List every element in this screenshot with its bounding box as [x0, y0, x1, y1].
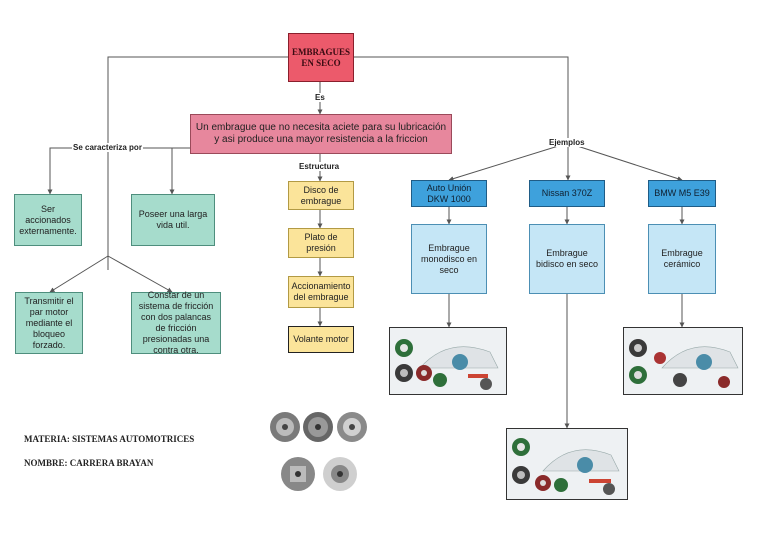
- characteristic-node: Poseer una larga vida util.: [131, 194, 215, 246]
- structure-node: Accionamiento del embrague: [288, 276, 354, 308]
- structure-text: Plato de presión: [304, 232, 338, 253]
- structure-node: Plato de presión: [288, 228, 354, 258]
- structure-node: Disco de embrague: [288, 181, 354, 210]
- characteristic-node: Transmitir el par motor mediante el bloq…: [15, 292, 83, 354]
- example-car-text: BMW M5 E39: [654, 188, 710, 198]
- example-type-node: Embrague bidisco en seco: [529, 224, 605, 294]
- structure-text: Volante motor: [293, 334, 349, 344]
- characteristic-text: Transmitir el par motor mediante el bloq…: [24, 295, 74, 350]
- example-car-node: Nissan 370Z: [529, 180, 605, 207]
- footer-name: NOMBRE: CARRERA BRAYAN: [24, 458, 154, 468]
- characteristic-text: Poseer una larga vida util.: [138, 209, 208, 230]
- example-car-text: Auto Unión DKW 1000: [426, 182, 472, 204]
- example-car-text: Nissan 370Z: [541, 188, 593, 198]
- example-car-node: BMW M5 E39: [648, 180, 716, 207]
- example-type-node: Embrague cerámico: [648, 224, 716, 294]
- characteristic-node: Ser accionados externamente.: [14, 194, 82, 246]
- root-title-line2: EN SECO: [301, 57, 341, 68]
- clutch-cutaway-image: [506, 428, 628, 500]
- clutch-cutaway-image: [389, 327, 507, 395]
- example-type-text: Embrague cerámico: [661, 248, 703, 269]
- edge-label-se-caracteriza: Se caracteriza por: [72, 143, 143, 152]
- footer-subject: MATERIA: SISTEMAS AUTOMOTRICES: [24, 434, 195, 444]
- edge-label-es: Es: [314, 93, 326, 102]
- root-title-line1: EMBRAGUES: [292, 46, 351, 57]
- clutch-cutaway-image: [623, 327, 743, 395]
- structure-node: Volante motor: [288, 326, 354, 353]
- definition-text: Un embrague que no necesita aciete para …: [195, 122, 447, 145]
- example-type-text: Embrague monodisco en seco: [420, 242, 478, 275]
- structure-text: Accionamiento del embrague: [291, 281, 351, 302]
- clutch-discs-image: [268, 402, 369, 502]
- structure-text: Disco de embrague: [300, 184, 342, 206]
- example-car-node: Auto Unión DKW 1000: [411, 180, 487, 207]
- root-node: EMBRAGUES EN SECO: [288, 33, 354, 82]
- characteristic-text: Ser accionados externamente.: [19, 203, 77, 236]
- characteristic-text: Constar de un sistema de fricción con do…: [138, 290, 214, 355]
- edge-label-estructura: Estructura: [298, 162, 341, 171]
- characteristic-node: Constar de un sistema de fricción con do…: [131, 290, 221, 355]
- example-type-node: Embrague monodisco en seco: [411, 224, 487, 294]
- example-type-text: Embrague bidisco en seco: [535, 248, 599, 269]
- definition-node: Un embrague que no necesita aciete para …: [190, 114, 452, 154]
- edge-label-ejemplos: Ejemplos: [548, 138, 586, 147]
